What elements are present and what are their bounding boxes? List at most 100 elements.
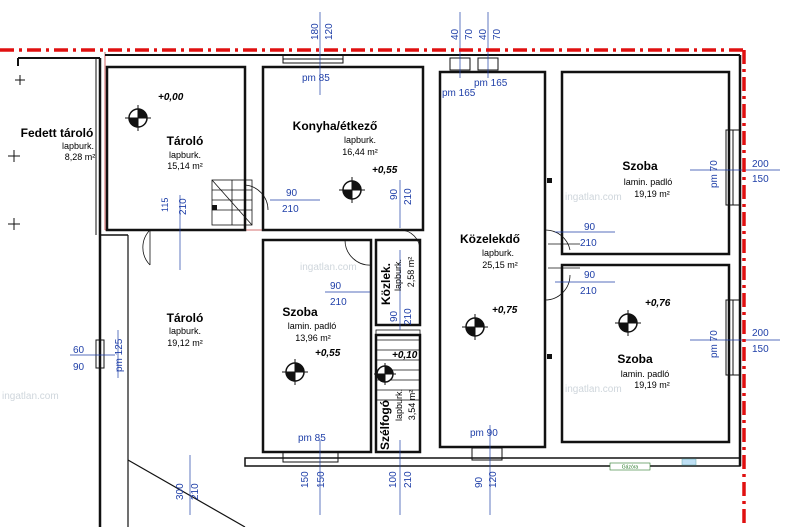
watermark: ingatlan.com — [565, 192, 622, 203]
dimension-label: 210 — [580, 286, 597, 297]
dimension-label: 150 — [752, 344, 769, 355]
dimension-label: 120 — [488, 471, 499, 488]
dimension-label: pm 165 — [442, 88, 476, 99]
room-floor: lapburk. — [169, 150, 201, 160]
room-walls — [105, 65, 731, 454]
dimension-label: 210 — [403, 188, 414, 205]
dimension-label: pm 70 — [709, 330, 720, 358]
room-name: Fedett tároló — [21, 126, 94, 140]
room-area: 15,14 m² — [167, 161, 203, 171]
dimension-label: 210 — [178, 198, 189, 215]
dimension-label: pm 85 — [302, 73, 330, 84]
door-swings — [142, 184, 580, 301]
room-name: Közlek. — [379, 263, 393, 305]
level-value: +0,10 — [392, 350, 418, 361]
room-tarolo-top — [105, 65, 247, 232]
watermark: ingatlan.com — [565, 384, 622, 395]
dimension-leaders — [70, 12, 780, 515]
property-boundary — [0, 48, 748, 527]
room-name: Szoba — [622, 159, 658, 173]
dimension-label: 40 — [450, 28, 461, 40]
dimension-label: 90 — [286, 188, 298, 199]
dimension-label: 115 — [160, 198, 170, 212]
room-floor: lapburk. — [482, 248, 514, 258]
dimension-label: 200 — [752, 159, 769, 170]
room-name: Szélfogó — [378, 400, 392, 450]
dimension-label: 90 — [73, 362, 85, 373]
dimension-label: 100 — [388, 471, 399, 488]
dimension-label: 90 — [474, 476, 485, 488]
room-area: 16,44 m² — [342, 147, 378, 157]
dimension-label: 90 — [330, 281, 342, 292]
room-area: 19,12 m² — [167, 338, 203, 348]
room-name: Szoba — [617, 352, 653, 366]
room-area: 2,58 m² — [406, 257, 416, 288]
gas-meter-label: Gázóra — [622, 465, 639, 471]
dimension-label: pm 70 — [709, 160, 720, 188]
room-area: 25,15 m² — [482, 260, 518, 270]
room-floor: lapburk. — [169, 326, 201, 336]
dimension-label: 150 — [300, 471, 311, 488]
room-floor: lamin. padló — [288, 321, 337, 331]
crosshair-markers — [8, 75, 25, 230]
dimension-label: 70 — [464, 28, 475, 40]
room-area: 3,54 m² — [407, 390, 417, 421]
dimension-label: 300 — [175, 483, 186, 500]
dimension-label: 120 — [324, 23, 335, 40]
room-kozlek — [374, 238, 422, 327]
room-area: 13,96 m² — [295, 333, 331, 343]
room-floor: lamin. padló — [624, 177, 673, 187]
dimension-label: pm 85 — [298, 433, 326, 444]
room-floor: lamin. padló — [621, 369, 670, 379]
room-szoba-right-top — [560, 70, 731, 256]
dimension-label: 210 — [580, 238, 597, 249]
dimension-label: 70 — [492, 28, 503, 40]
dimension-label: 210 — [282, 204, 299, 215]
gas-meter: Gázóra — [609, 458, 697, 471]
room-floor: lapburk. — [344, 135, 376, 145]
dimension-label: 180 — [310, 23, 321, 40]
room-name: Tároló — [167, 134, 204, 148]
dimension-label: pm 90 — [470, 428, 498, 439]
dimension-label: pm 125 — [114, 338, 125, 372]
stairs-top — [211, 179, 253, 226]
room-name: Szoba — [282, 305, 318, 319]
watermark: ingatlan.com — [300, 262, 357, 273]
dimension-label: 60 — [73, 345, 85, 356]
dimension-label: 210 — [403, 308, 414, 325]
level-value: +0,75 — [492, 305, 518, 316]
room-floor: lapburk. — [393, 259, 403, 291]
dimension-label: 90 — [584, 270, 596, 281]
dimension-label: 150 — [752, 174, 769, 185]
level-value: +0,00 — [158, 92, 184, 103]
dimension-label: 210 — [330, 297, 347, 308]
room-area: 19,19 m² — [634, 189, 670, 199]
level-value: +0,76 — [645, 298, 671, 309]
room-area: 19,19 m² — [634, 380, 670, 390]
room-konyha — [261, 65, 425, 232]
room-area: 8,28 m² — [65, 152, 96, 162]
dimension-label: 210 — [190, 483, 201, 500]
room-name: Közelekdő — [460, 232, 520, 246]
dimension-label: 210 — [403, 471, 414, 488]
level-symbols — [125, 105, 641, 385]
room-floor: lapburk. — [394, 389, 404, 421]
dimension-label: 90 — [389, 310, 400, 322]
dimension-label: 150 — [316, 471, 327, 488]
windows — [95, 54, 741, 463]
dimension-label: pm 165 — [474, 78, 508, 89]
small-markers — [212, 178, 552, 359]
outer-walls — [17, 54, 742, 527]
room-name: Tároló — [167, 311, 204, 325]
dimension-label: 200 — [752, 328, 769, 339]
dimension-label: 90 — [584, 222, 596, 233]
dimension-label: 40 — [478, 28, 489, 40]
room-floor: lapburk. — [62, 141, 94, 151]
room-kozelekedo — [438, 70, 547, 449]
room-name: Konyha/étkező — [293, 119, 378, 133]
level-value: +0,55 — [372, 165, 398, 176]
level-value: +0,55 — [315, 348, 341, 359]
watermark: ingatlan.com — [2, 391, 59, 402]
dimension-label: 90 — [389, 188, 400, 200]
